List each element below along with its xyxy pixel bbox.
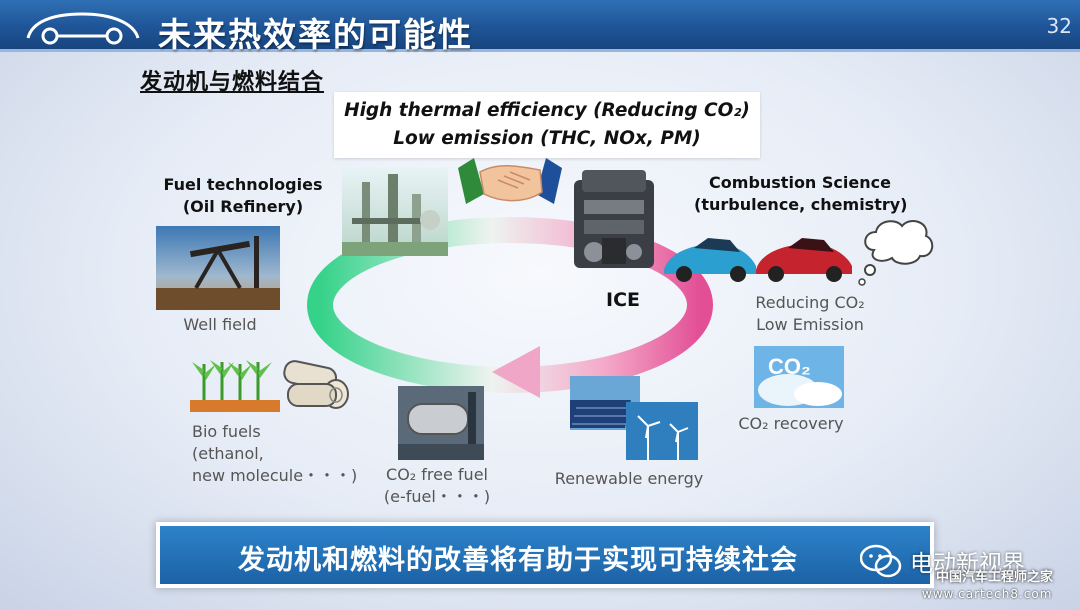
handshake-icon bbox=[458, 158, 562, 208]
engine-image bbox=[566, 166, 662, 278]
red-car-image bbox=[752, 232, 856, 284]
blue-car-image bbox=[660, 232, 760, 284]
watermark-site-name: 中国汽车工程师之家 bbox=[936, 566, 1053, 585]
watermark: 电动新视界 中国汽车工程师之家 www.cartech8.com bbox=[860, 540, 1075, 608]
wind-turbine-image bbox=[626, 402, 698, 460]
refinery-image bbox=[342, 168, 448, 256]
well-field-label: Well field bbox=[170, 314, 270, 336]
co2-recovery-label: CO₂ recovery bbox=[724, 413, 858, 435]
wechat-icon bbox=[860, 544, 902, 578]
goal-box: High thermal efficiency (Reducing CO₂) L… bbox=[334, 92, 760, 158]
fuel-tech-label: Fuel technologies (Oil Refinery) bbox=[160, 174, 326, 218]
reducing-co2-label: Reducing CO₂ Low Emission bbox=[742, 292, 878, 336]
e-fuel-plant-image bbox=[398, 386, 484, 460]
co2-tile-text: CO₂ bbox=[768, 354, 811, 379]
co2-recovery-image: CO₂ bbox=[754, 346, 844, 408]
goal-line-2: Low emission (THC, NOx, PM) bbox=[334, 125, 760, 153]
watermark-url: www.cartech8.com bbox=[922, 587, 1052, 601]
renewable-energy-label: Renewable energy bbox=[548, 468, 710, 490]
logs-icon bbox=[278, 356, 354, 418]
sugarcane-icon bbox=[190, 356, 280, 416]
ice-label: ICE bbox=[598, 289, 648, 311]
thought-cloud-icon bbox=[856, 214, 938, 288]
bio-fuels-label: Bio fuels (ethanol, new molecule・・・) bbox=[192, 421, 362, 487]
conclusion-text: 发动机和燃料的改善将有助于实现可持续社会 bbox=[238, 545, 798, 576]
co2-free-fuel-label: CO₂ free fuel (e-fuel・・・) bbox=[372, 464, 502, 508]
conclusion-banner: 发动机和燃料的改善将有助于实现可持续社会 bbox=[156, 522, 934, 588]
combustion-science-label: Combustion Science (turbulence, chemistr… bbox=[694, 172, 906, 216]
goal-line-1: High thermal efficiency (Reducing CO₂) bbox=[334, 97, 760, 125]
well-field-image bbox=[156, 226, 280, 310]
